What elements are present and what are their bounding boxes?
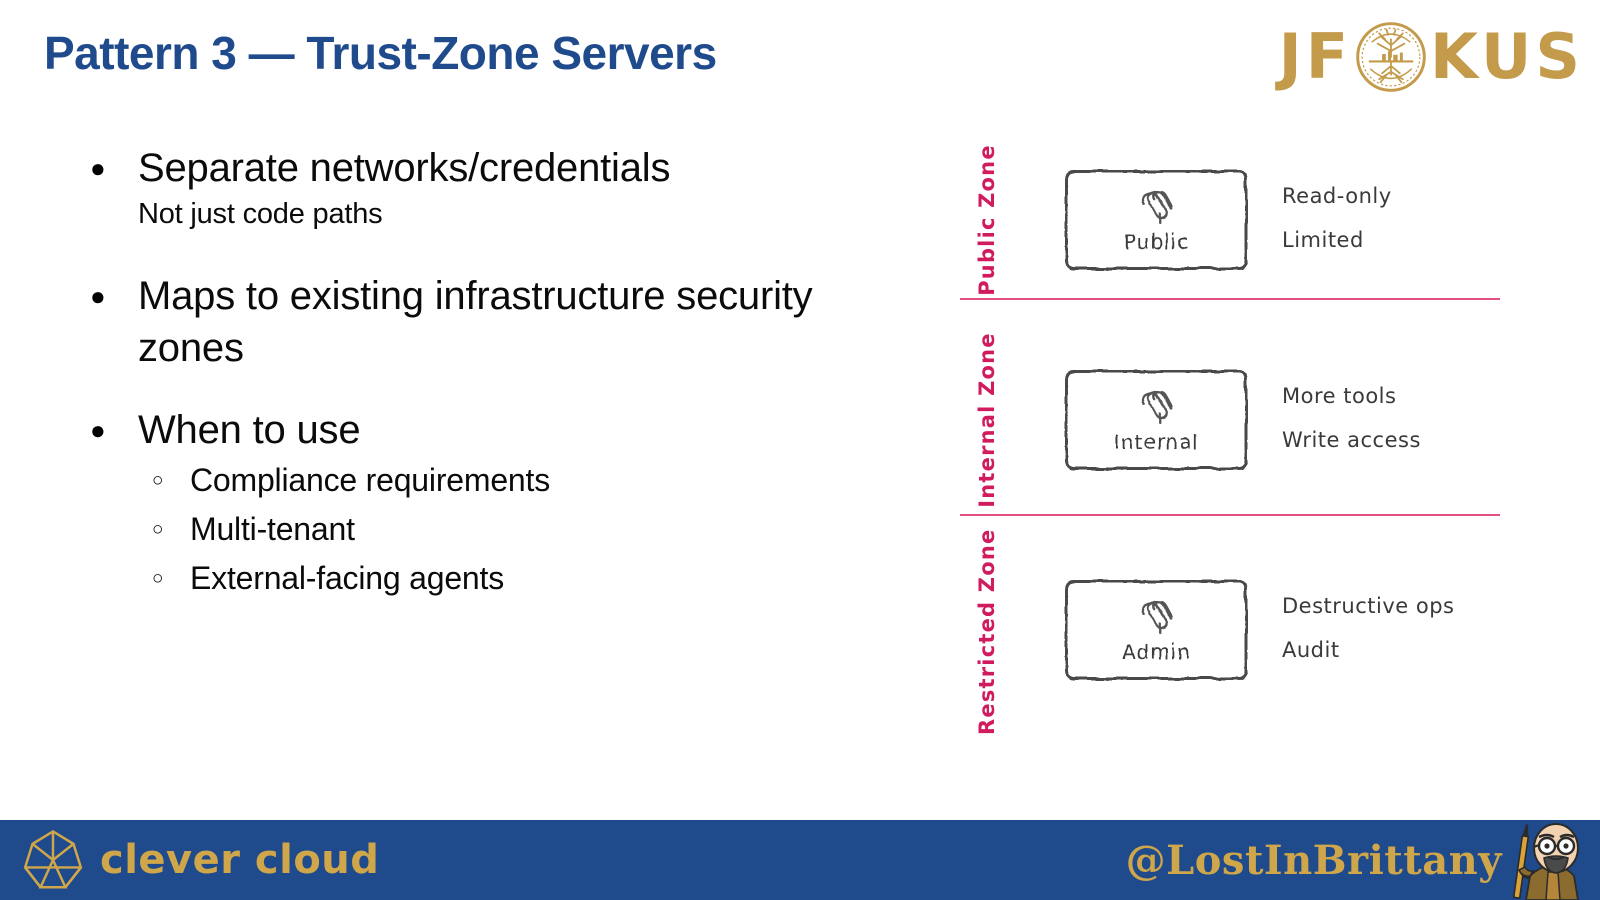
- zone-server-box: Internal: [1065, 370, 1248, 470]
- sub-bullet-text: Compliance requirements: [190, 462, 551, 498]
- zone-label: Public Zone: [975, 144, 999, 296]
- avatar: [1512, 823, 1579, 900]
- sub-bullet-text: Multi-tenant: [190, 511, 355, 547]
- clever-cloud-polyhedron-icon: [23, 830, 83, 889]
- zone-box-label: Public: [1123, 230, 1190, 254]
- bullet-marker-icon: ●: [90, 153, 106, 183]
- bullet-text: When to use: [138, 408, 361, 452]
- bullet-text: Separate networks/credentials: [138, 146, 671, 190]
- zone-note: More tools: [1282, 384, 1397, 408]
- zone-internal: Internal Zone Internal More tools Write …: [950, 332, 1510, 540]
- sub-bullet-marker-icon: ○: [152, 519, 164, 540]
- trust-zone-diagram: Public Zone Public Read-only Limited Int…: [950, 144, 1510, 750]
- bullet-list: ● Separate networks/credentials Not just…: [82, 142, 872, 603]
- sub-bullet-marker-icon: ○: [152, 470, 164, 491]
- zone-restricted: Restricted Zone Admin Destructive ops Au…: [950, 529, 1510, 740]
- sub-bullet-item: ○ External-facing agents: [138, 554, 872, 603]
- page-title: Pattern 3 — Trust-Zone Servers: [44, 27, 717, 79]
- zone-label: Restricted Zone: [975, 528, 999, 735]
- zone-box-label: Admin: [1122, 640, 1191, 664]
- zone-annotations: Read-only Limited: [1282, 174, 1392, 262]
- zone-label: Internal Zone: [975, 332, 999, 508]
- bullet-item: ● Maps to existing infrastructure securi…: [82, 270, 872, 374]
- paperclip-icon: [1141, 600, 1173, 635]
- jfokus-logo: JF KUS: [1279, 14, 1584, 100]
- zone-annotations: More tools Write access: [1282, 374, 1421, 462]
- bullet-marker-icon: ●: [90, 281, 106, 311]
- zone-note: Write access: [1282, 428, 1421, 452]
- sub-bullet-item: ○ Compliance requirements: [138, 456, 872, 505]
- paperclip-icon: [1141, 390, 1173, 425]
- slide-footer: clever cloud @LostInBrittany: [0, 820, 1600, 900]
- bullet-subtext: Not just code paths: [138, 198, 383, 230]
- clever-cloud-wordmark: clever cloud: [100, 837, 380, 883]
- zone-box-label: Internal: [1113, 430, 1200, 454]
- paperclip-icon: [1141, 190, 1173, 225]
- speaker-handle-group: @LostInBrittany: [1126, 820, 1592, 900]
- jfokus-logo-text-right: KUS: [1430, 20, 1584, 93]
- clever-cloud-branding: clever cloud: [22, 829, 379, 891]
- zone-server-box: Admin: [1065, 580, 1248, 680]
- speaker-handle: @LostInBrittany: [1125, 837, 1502, 884]
- sub-bullet-marker-icon: ○: [152, 568, 164, 589]
- bullet-text: Maps to existing infrastructure security…: [138, 274, 813, 370]
- bullet-item: ● When to use ○ Compliance requirements …: [82, 404, 872, 603]
- zone-note: Limited: [1282, 228, 1364, 252]
- bullet-item: ● Separate networks/credentials Not just…: [82, 142, 872, 234]
- sub-bullet-text: External-facing agents: [190, 560, 505, 596]
- zone-annotations: Destructive ops Audit: [1282, 584, 1454, 672]
- zone-note: Audit: [1282, 638, 1340, 662]
- sub-bullet-item: ○ Multi-tenant: [138, 505, 872, 554]
- zone-divider: [960, 514, 1500, 516]
- tree-of-life-icon: [1356, 22, 1426, 92]
- jfokus-logo-text-left: JF: [1278, 20, 1353, 93]
- zone-note: Read-only: [1282, 184, 1392, 208]
- zone-server-box: Public: [1065, 170, 1248, 270]
- bullet-marker-icon: ●: [90, 415, 106, 445]
- zone-note: Destructive ops: [1282, 594, 1455, 618]
- zone-public: Public Zone Public Read-only Limited: [950, 144, 1510, 340]
- zone-divider: [960, 298, 1500, 300]
